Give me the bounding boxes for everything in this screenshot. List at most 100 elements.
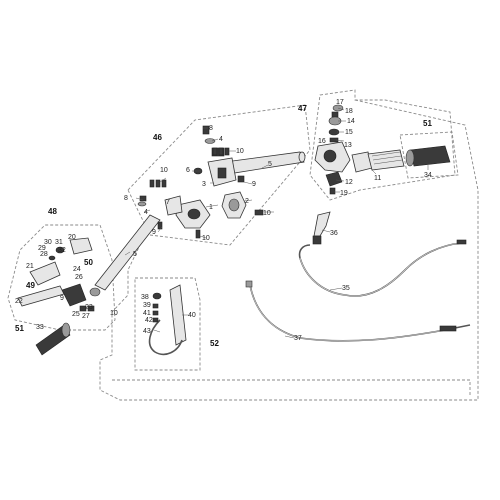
group-label-49: 49 <box>26 281 35 290</box>
group-52-parts <box>148 284 187 356</box>
label-17: 17 <box>336 99 344 106</box>
part-38 <box>152 292 162 300</box>
adjuster-36 <box>313 211 331 237</box>
group-51-left-grip <box>35 322 71 356</box>
label-18: 18 <box>345 108 353 115</box>
group-label-47: 47 <box>298 104 307 113</box>
label-6: 6 <box>186 167 190 174</box>
part-41 <box>152 310 159 316</box>
screw-19 <box>329 187 336 195</box>
label-39: 39 <box>143 302 151 309</box>
throttle-grip-11 <box>367 149 405 171</box>
cable-37 <box>249 284 471 342</box>
label-43: 43 <box>143 328 151 335</box>
label-4b: 4 <box>144 209 148 216</box>
outline-group-46 <box>127 104 311 246</box>
handlebar-tube-5-lower <box>94 214 161 291</box>
label-33: 33 <box>36 324 44 331</box>
label-37: 37 <box>294 335 302 342</box>
label-22: 22 <box>15 298 23 305</box>
group-label-50: 50 <box>84 258 93 267</box>
label-13: 13 <box>344 142 352 149</box>
label-9c: 9 <box>60 295 64 302</box>
label-28: 28 <box>40 251 48 258</box>
label-12: 12 <box>345 179 353 186</box>
outline-group-51-right <box>399 131 459 179</box>
label-2: 2 <box>245 198 249 205</box>
label-32: 32 <box>58 247 66 254</box>
switch-20 <box>69 237 93 255</box>
group-label-51-right: 51 <box>423 119 432 128</box>
label-5a: 5 <box>268 161 272 168</box>
part-12 <box>325 171 343 187</box>
label-7: 7 <box>166 199 170 206</box>
group-47-parts <box>314 104 405 195</box>
label-24: 24 <box>73 266 81 273</box>
lever-perch-21 <box>29 261 61 286</box>
label-23: 23 <box>85 304 93 311</box>
group-48-parts <box>17 237 101 312</box>
label-4a: 4 <box>219 136 223 143</box>
group-label-46: 46 <box>153 133 162 142</box>
label-10e: 10 <box>110 310 118 317</box>
label-5b: 5 <box>133 251 137 258</box>
outline-group-bottom <box>112 379 471 395</box>
lever-22 <box>17 285 65 307</box>
washer-4-top <box>204 138 216 144</box>
part-labels: 1 2 3 4 4 5 5 6 7 8 8 9 9 9 10 10 10 10 … <box>15 99 432 342</box>
label-34: 34 <box>424 172 432 179</box>
mount-7 <box>164 195 183 216</box>
label-25: 25 <box>72 311 80 318</box>
label-14: 14 <box>347 118 355 125</box>
group-labels: 46 47 48 49 50 51 51 52 <box>15 104 432 348</box>
outline-group-47 <box>309 89 456 201</box>
group-outlines <box>7 89 479 401</box>
outline-group-main <box>99 99 479 401</box>
group-label-52: 52 <box>210 339 219 348</box>
grip-34 <box>409 145 451 167</box>
handlebar-right-tube <box>224 151 306 175</box>
label-15: 15 <box>345 129 353 136</box>
harness-43 <box>148 319 183 356</box>
handlebar-left-tube <box>94 214 161 291</box>
leader-lines <box>124 107 429 339</box>
label-26: 26 <box>75 274 83 281</box>
group-label-48: 48 <box>48 207 57 216</box>
label-19: 19 <box>340 190 348 197</box>
label-35: 35 <box>342 285 350 292</box>
label-31: 31 <box>55 239 63 246</box>
grip-33 <box>35 324 71 356</box>
cable-37-top-fitting <box>245 280 253 288</box>
outline-group-52 <box>134 277 201 371</box>
label-8a: 8 <box>209 125 213 132</box>
label-10d: 10 <box>263 210 271 217</box>
lever-body-23 <box>61 283 87 307</box>
label-16: 16 <box>318 138 326 145</box>
label-10b: 10 <box>160 167 168 174</box>
cable-37-end-fitting <box>439 325 457 332</box>
label-1: 1 <box>209 204 213 211</box>
cable-35-end-fitting <box>456 239 467 245</box>
bolt-8-top <box>202 125 210 135</box>
label-30: 30 <box>44 239 52 246</box>
outline-group-48 <box>7 224 116 331</box>
part-39 <box>152 303 159 309</box>
cables <box>245 211 471 342</box>
label-9a: 9 <box>252 181 256 188</box>
label-29: 29 <box>38 245 46 252</box>
label-36: 36 <box>330 230 338 237</box>
label-41: 41 <box>143 310 151 317</box>
group-label-51-left: 51 <box>15 324 24 333</box>
bracket-40 <box>169 284 187 346</box>
label-9b: 9 <box>152 229 156 236</box>
label-40: 40 <box>188 312 196 319</box>
label-20: 20 <box>68 234 76 241</box>
label-10c: 10 <box>202 235 210 242</box>
part-18 <box>331 111 339 118</box>
label-38: 38 <box>141 294 149 301</box>
label-3: 3 <box>202 181 206 188</box>
label-8b: 8 <box>124 195 128 202</box>
label-21: 21 <box>26 263 34 270</box>
group-46-parts <box>137 125 264 239</box>
